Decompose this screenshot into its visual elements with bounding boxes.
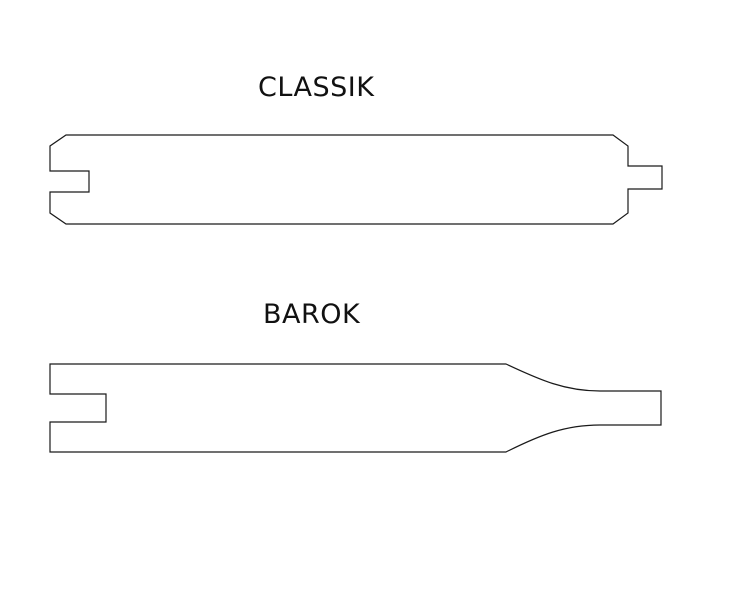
classik-board-outline: [49, 134, 663, 225]
barok-board-outline: [49, 363, 662, 453]
classik-profile-title: CLASSIK: [258, 72, 375, 103]
barok-profile-title: BAROK: [263, 299, 361, 330]
